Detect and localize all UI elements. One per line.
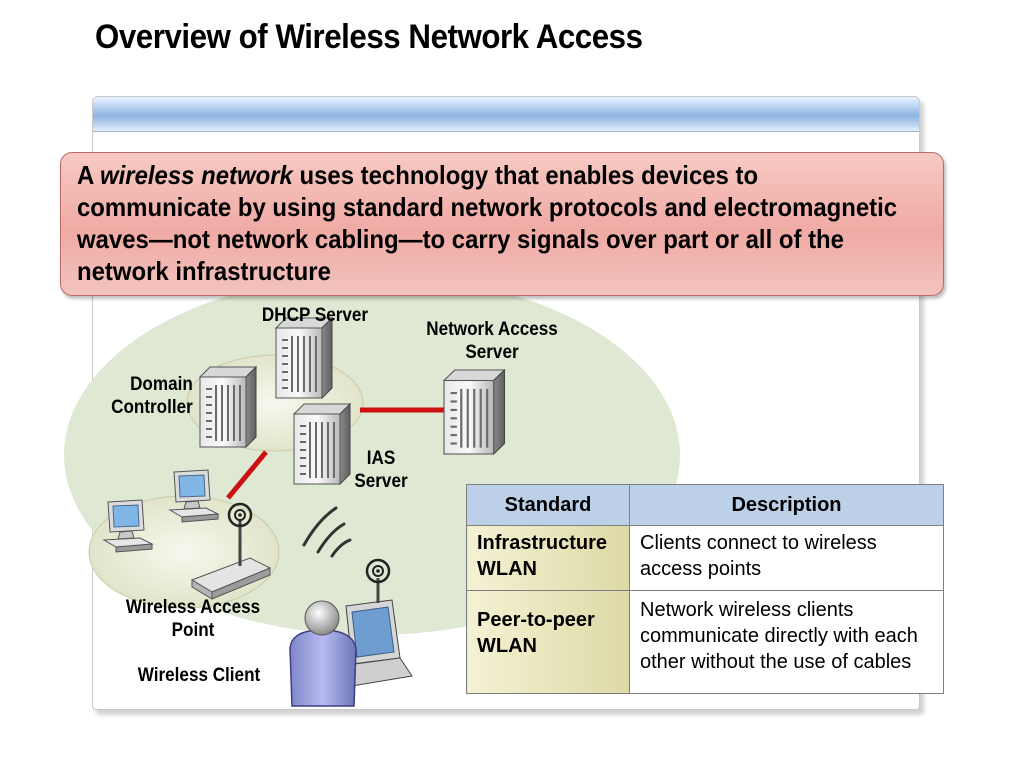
- ias-server-icon: [293, 403, 351, 485]
- domain-controller-label: Domain Controller: [111, 374, 193, 418]
- link-cluster-to-ap: [226, 450, 268, 500]
- dhcp-server-icon: [275, 317, 333, 399]
- table-header-standard: Standard: [466, 484, 630, 526]
- laptop-icon: [339, 558, 413, 687]
- definition-term: wireless network: [100, 160, 293, 190]
- frame-header-band: [93, 97, 919, 132]
- wireless-client-label: Wireless Client: [137, 665, 261, 686]
- radio-waves-icon: [302, 506, 352, 558]
- table-header-row: Standard Description: [466, 484, 944, 526]
- table-header-description: Description: [629, 484, 944, 526]
- definition-callout: A wireless network uses technology that …: [60, 152, 944, 296]
- network-access-server-label: Network Access Server: [426, 319, 558, 363]
- definition-text: A wireless network uses technology that …: [77, 159, 905, 287]
- definition-prefix: A: [77, 160, 101, 190]
- user-icon: [289, 600, 357, 707]
- domain-controller-icon: [199, 366, 257, 448]
- table-row: Infrastructure WLAN Clients connect to w…: [466, 525, 944, 591]
- slide-title: Overview of Wireless Network Access: [95, 18, 643, 56]
- description-cell: Network wireless clients communicate dir…: [629, 590, 944, 694]
- standard-cell: Peer-to-peer WLAN: [466, 590, 630, 694]
- access-point-icon: [190, 502, 272, 600]
- network-access-server-icon: [442, 368, 506, 456]
- ias-server-label: IAS Server: [354, 448, 408, 492]
- definition-body: uses technology that enables devices to …: [77, 160, 898, 286]
- description-cell: Clients connect to wireless access point…: [629, 525, 944, 591]
- table-row: Peer-to-peer WLAN Network wireless clien…: [466, 590, 944, 694]
- standard-cell: Infrastructure WLAN: [466, 525, 630, 591]
- wireless-access-point-label: Wireless Access Point: [125, 597, 261, 641]
- wlan-standards-table: Standard Description Infrastructure WLAN…: [466, 484, 944, 694]
- dhcp-server-label: DHCP Server: [261, 305, 369, 326]
